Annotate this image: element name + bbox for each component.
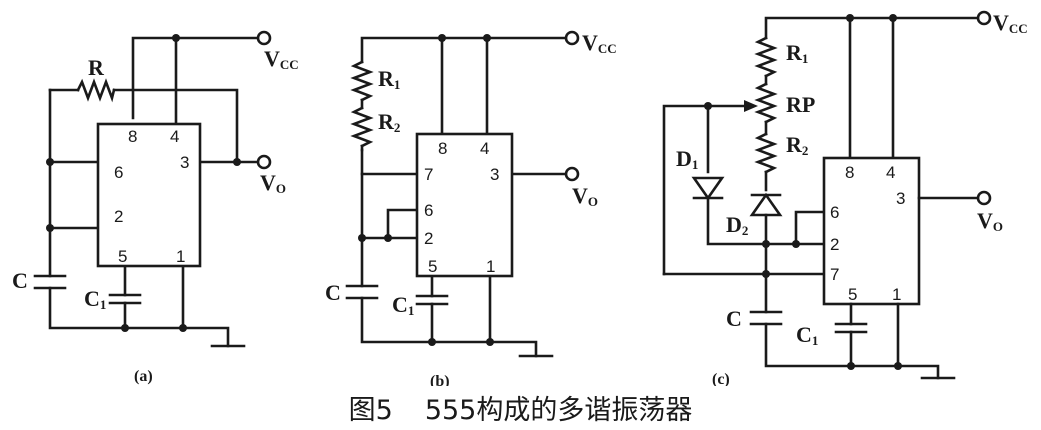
capacitor-c1-label-a: C1 [84, 286, 106, 312]
circuit-c: VCC VO R1 RP R2 D1 D2 C C1 8 4 3 6 2 7 5… [662, 10, 1028, 386]
pin-number: 1 [892, 285, 901, 304]
pin-number: 3 [490, 165, 499, 184]
pin-number: 1 [176, 247, 185, 266]
pin-number: 1 [486, 257, 495, 276]
diode-d2-label: D2 [726, 212, 748, 238]
pin-number: 7 [830, 265, 839, 284]
vcc-terminal-b [564, 30, 580, 46]
caption-a: (a) [134, 368, 153, 385]
diode-d1-label: D1 [676, 146, 698, 172]
figure-title: 图5 555构成的多谐振荡器 [0, 388, 1041, 427]
resistor-r1-b [350, 60, 374, 102]
pin-number: 3 [896, 189, 905, 208]
pin-number: 6 [830, 203, 839, 222]
resistor-r2-c [754, 132, 778, 174]
pin-number: 2 [424, 229, 433, 248]
circuit-b: VCC VO R1 R2 C C1 8 4 7 3 6 2 5 1 (b) [325, 30, 617, 386]
potentiometer-rp [754, 82, 778, 124]
vcc-label-a: VCC [264, 46, 299, 72]
diode-d1 [691, 176, 725, 201]
vo-label-a: VO [260, 170, 286, 196]
pin-number: 4 [170, 127, 179, 146]
ic-555-a [96, 122, 202, 268]
vcc-label-c: VCC [993, 10, 1028, 36]
potentiometer-rp-label: RP [786, 92, 815, 117]
resistor-r1-label-c: R1 [786, 40, 808, 66]
ic-555-c [822, 156, 921, 306]
figure-number: 图5 [348, 395, 393, 426]
vcc-terminal-a [256, 30, 272, 46]
caption-b: (b) [430, 373, 450, 386]
pin-number: 2 [830, 235, 839, 254]
pin-number: 2 [114, 207, 123, 226]
pin-number: 4 [886, 163, 895, 182]
figure-caption: 555构成的多谐振荡器 [424, 395, 693, 426]
resistor-r2-label-b: R2 [378, 109, 400, 135]
circuit-a: VCC VO R C C1 8 4 6 3 2 5 1 (a) [12, 30, 299, 385]
resistor-r-label: R [88, 55, 105, 80]
pin-number: 4 [480, 139, 489, 158]
capacitor-c-label-c: C [726, 306, 742, 331]
pin-number: 8 [438, 139, 447, 158]
ic-555-b [415, 132, 514, 278]
pin-number: 8 [845, 163, 854, 182]
pin-number: 6 [114, 163, 123, 182]
vo-terminal-b [564, 166, 580, 182]
vcc-label-b: VCC [582, 30, 617, 56]
pin-number: 3 [180, 153, 189, 172]
capacitor-c1-label-c: C1 [796, 322, 818, 348]
resistor-r1-c [754, 36, 778, 78]
capacitor-c-label-a: C [12, 268, 28, 293]
vo-label-b: VO [572, 183, 598, 209]
vo-label-c: VO [977, 208, 1003, 234]
resistor-r2-label-c: R2 [786, 132, 808, 158]
vcc-terminal-c [976, 10, 992, 26]
wiper-arrow [744, 100, 758, 112]
pin-number: 8 [128, 127, 137, 146]
resistor-r1-label-b: R1 [378, 66, 400, 92]
resistor-r2-b [350, 106, 374, 148]
resistor-r [76, 78, 116, 103]
diode-d2 [749, 192, 783, 217]
pin-number: 5 [848, 285, 857, 304]
caption-c: (c) [712, 371, 730, 386]
vo-terminal-c [976, 190, 992, 206]
capacitor-c-label-b: C [325, 280, 341, 305]
pin-number: 7 [424, 165, 433, 184]
pin-number: 6 [424, 201, 433, 220]
pin-number: 5 [118, 247, 127, 266]
vo-terminal-a [256, 154, 272, 170]
capacitor-c1-label-b: C1 [392, 292, 414, 318]
pin-number: 5 [428, 257, 437, 276]
schematic-canvas: VCC VO R C C1 8 4 6 3 2 5 1 (a) [12, 10, 1028, 386]
